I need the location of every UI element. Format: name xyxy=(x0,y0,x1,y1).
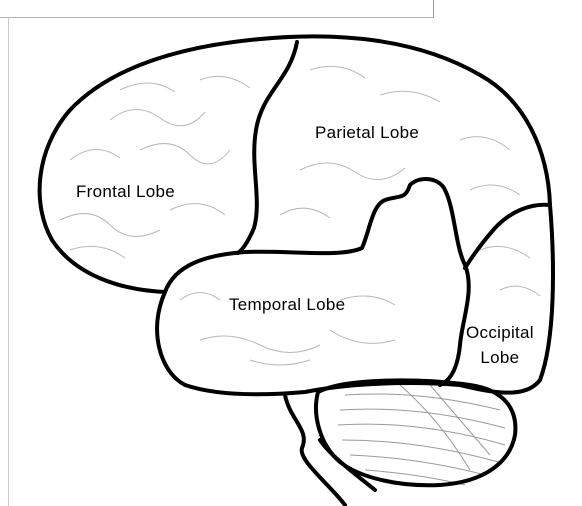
occipital-lobe-label: Occipital Lobe xyxy=(466,320,534,370)
frame-corner-tick xyxy=(433,0,434,18)
parietal-lobe-label: Parietal Lobe xyxy=(315,123,420,142)
cerebrum-outline xyxy=(37,34,555,397)
cerebellum-texture xyxy=(337,384,506,486)
central-sulcus xyxy=(236,40,299,255)
occipital-label-line2: Lobe xyxy=(480,348,520,367)
frame-top-border xyxy=(0,17,434,18)
brain-texture xyxy=(59,65,541,366)
frame-left-border xyxy=(8,17,9,506)
occipital-label-line1: Occipital xyxy=(466,323,534,342)
parieto-occipital-sulcus xyxy=(463,202,552,270)
brainstem-right xyxy=(318,438,377,492)
brain-outlines xyxy=(37,34,555,506)
frontal-lobe-label: Frontal Lobe xyxy=(76,182,176,201)
brainstem-left xyxy=(283,393,347,506)
temporal-lobe-label: Temporal Lobe xyxy=(229,295,346,314)
temporal-lobe-outline xyxy=(163,177,471,387)
